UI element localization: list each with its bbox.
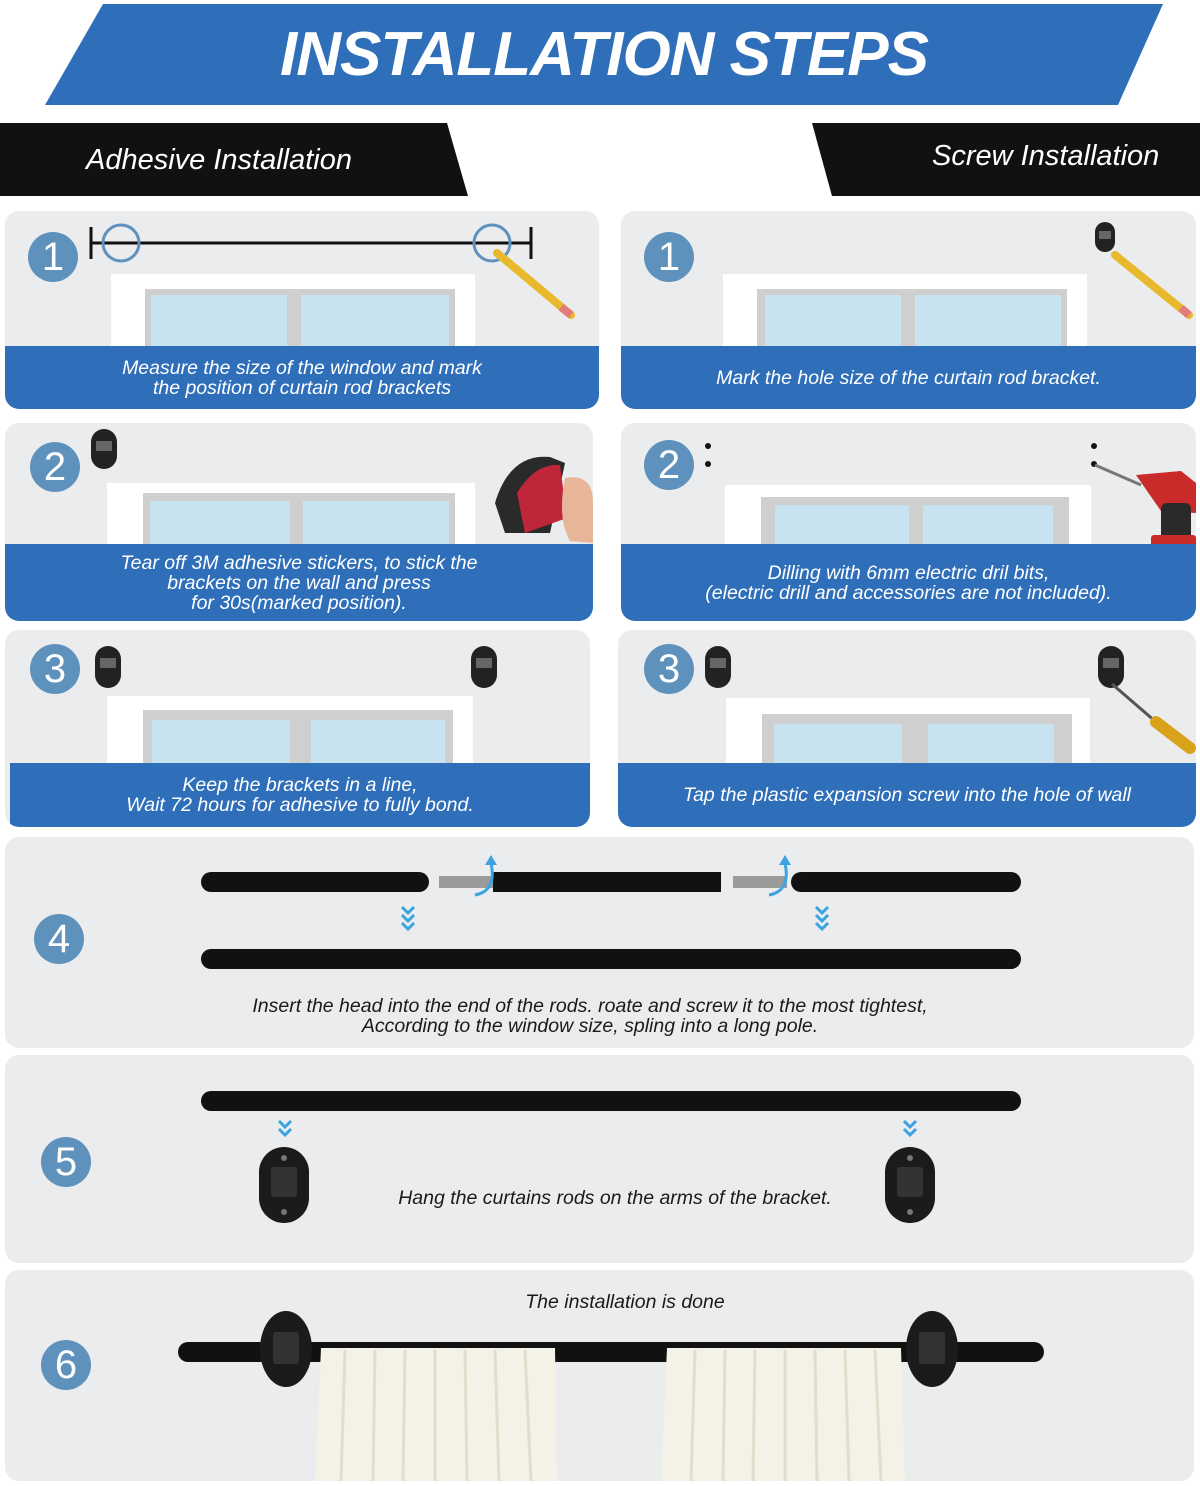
pencil-icon <box>1111 251 1193 319</box>
bracket-icon <box>91 429 117 469</box>
step-caption-bar: Keep the brackets in a line,Wait 72 hour… <box>10 763 590 827</box>
step-5-caption: Hang the curtains rods on the arms of th… <box>398 1187 832 1209</box>
caption-line-1: Mark the hole size of the curtain rod br… <box>716 366 1101 389</box>
rotate-arrow-icon <box>768 855 791 897</box>
bracket-icon <box>260 1311 312 1387</box>
step-number: 4 <box>34 914 84 964</box>
step-caption-bar: Mark the hole size of the curtain rod br… <box>621 346 1196 409</box>
finished-rod-illustration <box>178 1311 1044 1481</box>
screw-step-2-card: 2 Dilling with 6mm electric dril bits,(e… <box>621 423 1196 621</box>
step-number: 5 <box>41 1137 91 1187</box>
pencil-icon <box>493 249 575 319</box>
down-chevrons-icon <box>400 905 416 932</box>
caption-line-1: Dilling with 6mm electric dril bits, <box>767 561 1050 584</box>
caption-line-1: Keep the brackets in a line, <box>182 774 418 796</box>
adhesive-header: Adhesive Installation <box>0 123 470 196</box>
caption-line-1: Tear off 3M adhesive stickers, to stick … <box>120 551 478 574</box>
step-caption-bar: Tap the plastic expansion screw into the… <box>618 763 1196 827</box>
caption-line-3: for 30s(marked position). <box>191 591 407 614</box>
screw-header: Screw Installation <box>812 123 1200 196</box>
caption-line-2: (electric drill and accessories are not … <box>705 581 1112 604</box>
caption-line-2: Wait 72 hours for adhesive to fully bond… <box>126 794 474 816</box>
drill-icon <box>1094 463 1196 549</box>
caption-line-1: Measure the size of the window and mark <box>122 356 482 379</box>
step-4-card: 4 Insert the head into the end of the ro… <box>5 837 1194 1048</box>
step-6-caption: The installation is done <box>525 1291 725 1313</box>
bracket-icon <box>259 1147 309 1223</box>
adhesive-step-3-card: 3 Keep the brackets in a line,Wait 72 ho… <box>5 630 590 827</box>
down-chevrons-icon <box>902 1119 918 1138</box>
adhesive-heading: Adhesive Installation <box>86 144 352 176</box>
rotate-arrow-icon <box>474 855 497 897</box>
caption-line-2: brackets on the wall and press <box>167 571 431 594</box>
bracket-icon <box>1098 646 1124 688</box>
down-chevrons-icon <box>277 1119 293 1138</box>
step-caption-bar: Dilling with 6mm electric dril bits,(ele… <box>621 544 1196 621</box>
window-illustration <box>95 646 497 770</box>
step-number: 1 <box>644 232 694 282</box>
caption-line-2: the position of curtain rod brackets <box>152 376 452 399</box>
step-6-card: 6 The installation is done <box>5 1270 1194 1481</box>
title-banner-shape <box>45 4 1163 105</box>
curtain-panel <box>661 1348 905 1481</box>
caption-line-1: Tap the plastic expansion screw into the… <box>682 784 1132 806</box>
screwdriver-icon <box>1111 682 1196 754</box>
step-number: 3 <box>644 644 694 694</box>
hang-rod-illustration <box>201 1091 1021 1223</box>
window-illustration <box>89 223 575 359</box>
down-chevrons-icon <box>814 905 830 932</box>
caption-line-1: Insert the head into the end of the rods… <box>252 995 928 1017</box>
screw-step-1-card: 1 Mark the hole size of the curtain rod … <box>621 211 1196 409</box>
step-number: 1 <box>28 232 78 282</box>
step-5-card: 5 Hang the curtains rods on the arms of … <box>5 1055 1194 1263</box>
window-illustration <box>705 646 1196 774</box>
step-number: 6 <box>41 1340 91 1390</box>
step-4-caption: Insert the head into the end of the rods… <box>165 996 1015 1036</box>
step-number: 2 <box>30 442 80 492</box>
thumb-press-icon <box>495 456 593 543</box>
bracket-icon <box>95 646 121 688</box>
bracket-icon <box>1095 222 1115 252</box>
page-title: INSTALLATION STEPS <box>280 20 929 89</box>
step-caption-bar: Tear off 3M adhesive stickers, to stick … <box>5 544 593 621</box>
bracket-icon <box>906 1311 958 1387</box>
adhesive-step-2-card: 2 Tear off 3M adhesive stickers, to stic… <box>5 423 593 621</box>
bracket-icon <box>471 646 497 688</box>
screw-step-3-card: 3 Tap the plastic expansion screw into t… <box>618 630 1196 827</box>
title-banner: INSTALLATION STEPS <box>45 4 1163 105</box>
caption-line-2: According to the window size, spling int… <box>361 1015 819 1037</box>
bracket-icon <box>705 646 731 688</box>
bracket-icon <box>885 1147 935 1223</box>
curtain-panel <box>315 1348 557 1481</box>
adhesive-step-1-card: 1 Measure the size of the window and mar… <box>5 211 599 409</box>
screw-heading: Screw Installation <box>932 140 1160 172</box>
step-number: 3 <box>30 644 80 694</box>
rod-assembly-illustration <box>201 855 1021 969</box>
step-number: 2 <box>644 440 694 490</box>
